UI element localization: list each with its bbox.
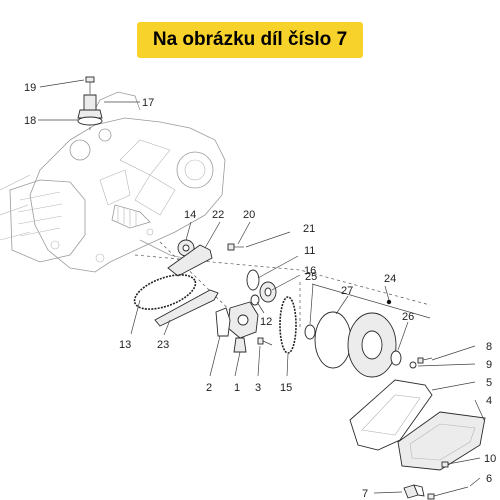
bolt-6 [427,486,469,500]
chain-guide-23 [154,289,219,327]
callout-10: 10 [484,453,496,465]
pump-sprocket-16 [259,281,277,303]
oil-sump-4 [397,411,486,471]
seal-26 [390,350,402,366]
o-ring-27 [314,311,352,369]
bolt-10 [441,461,449,468]
callout-8: 8 [486,341,492,353]
callout-25: 25 [305,271,317,283]
engine-crankcase [0,91,226,273]
callout-18: 18 [24,115,36,127]
callout-22: 22 [212,209,224,221]
header-banner: Na obrázku díl číslo 7 [137,22,363,58]
callout-26: 26 [402,311,414,323]
bolt-20 [227,243,244,251]
pump-cover-24 [347,299,397,378]
callout-9: 9 [486,359,492,371]
callout-1: 1 [234,382,240,394]
leader-lines [38,79,485,494]
callout-27: 27 [341,285,353,297]
chain-tensioner-17 [77,94,103,119]
assembly-guide-lines [89,105,431,331]
callout-14: 14 [184,209,196,221]
callout-4: 4 [486,395,492,407]
callout-13: 13 [119,339,131,351]
header-title: Na obrázku díl číslo 7 [152,29,348,50]
callout-7: 7 [362,488,368,500]
part-7 [403,484,425,499]
washer-11 [246,269,260,291]
callout-labels: 1 2 3 4 5 6 7 8 9 10 11 12 13 14 15 16 1… [24,82,496,500]
callout-20: 20 [243,209,255,221]
callout-15: 15 [280,382,292,394]
callout-21: 21 [303,223,315,235]
bolt-19 [85,76,95,94]
screw-3 [257,337,273,346]
gasket-5-inner [361,394,421,436]
chain-13 [133,274,197,310]
callout-24: 24 [384,273,396,285]
callout-5: 5 [486,377,492,389]
gasket-5 [349,379,433,451]
callout-23: 23 [157,339,169,351]
callout-12: 12 [260,316,272,328]
oil-pump-1 [227,301,259,353]
gasket-2 [215,307,231,337]
callout-11: 11 [304,245,315,257]
callout-2: 2 [206,382,212,394]
callout-3: 3 [255,382,261,394]
gasket-18 [77,116,103,126]
pump-chain-15 [279,296,297,354]
callout-6: 6 [486,473,492,485]
washer-9 [409,361,417,369]
callout-17: 17 [142,97,154,109]
bolt-8 [417,357,433,364]
callout-16: 16 [304,265,316,277]
callout-19: 19 [24,82,36,94]
bearing-25 [304,324,316,340]
